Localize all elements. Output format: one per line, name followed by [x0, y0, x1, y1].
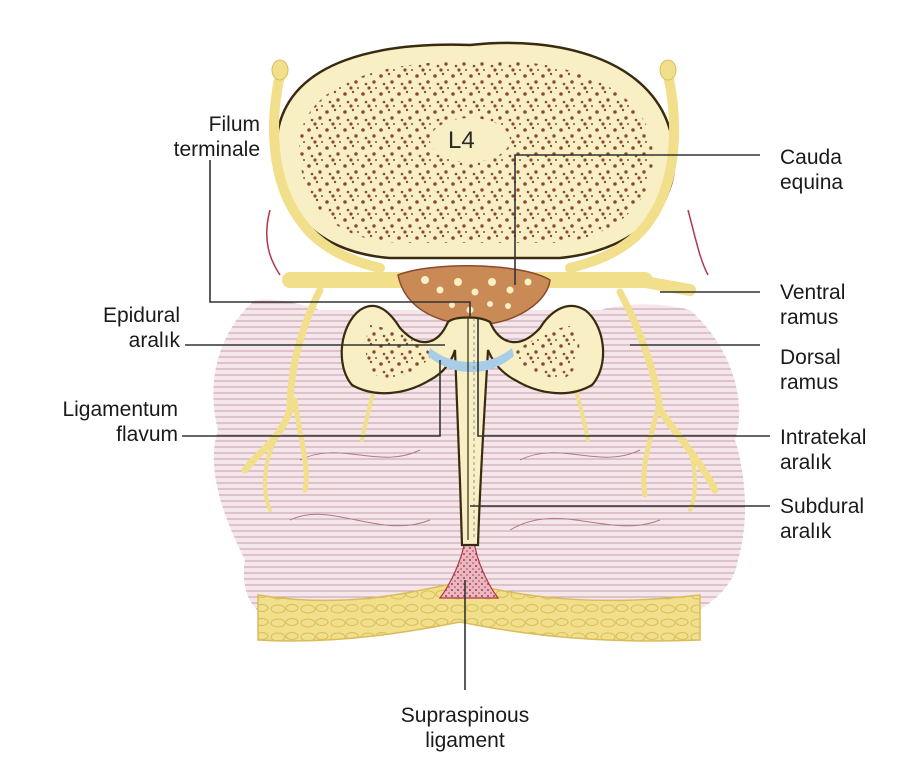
- label-cauda-equina: Cauda equina: [780, 145, 843, 195]
- label-ligamentum-flavum: Ligamentum flavum: [10, 397, 178, 447]
- label-intratekal: Intratekal aralık: [780, 425, 866, 475]
- label-ventral-ramus: Ventral ramus: [780, 280, 845, 330]
- label-supraspinous: Supraspinous ligament: [355, 703, 575, 753]
- label-dorsal-ramus: Dorsal ramus: [780, 345, 841, 395]
- vertebral-body-l4: L4: [277, 43, 674, 258]
- label-filum-terminale: Filum terminale: [150, 112, 260, 162]
- vertebra-label: L4: [448, 127, 475, 154]
- label-subdural: Subdural aralık: [780, 494, 864, 544]
- label-epidural: Epidural aralık: [40, 303, 180, 353]
